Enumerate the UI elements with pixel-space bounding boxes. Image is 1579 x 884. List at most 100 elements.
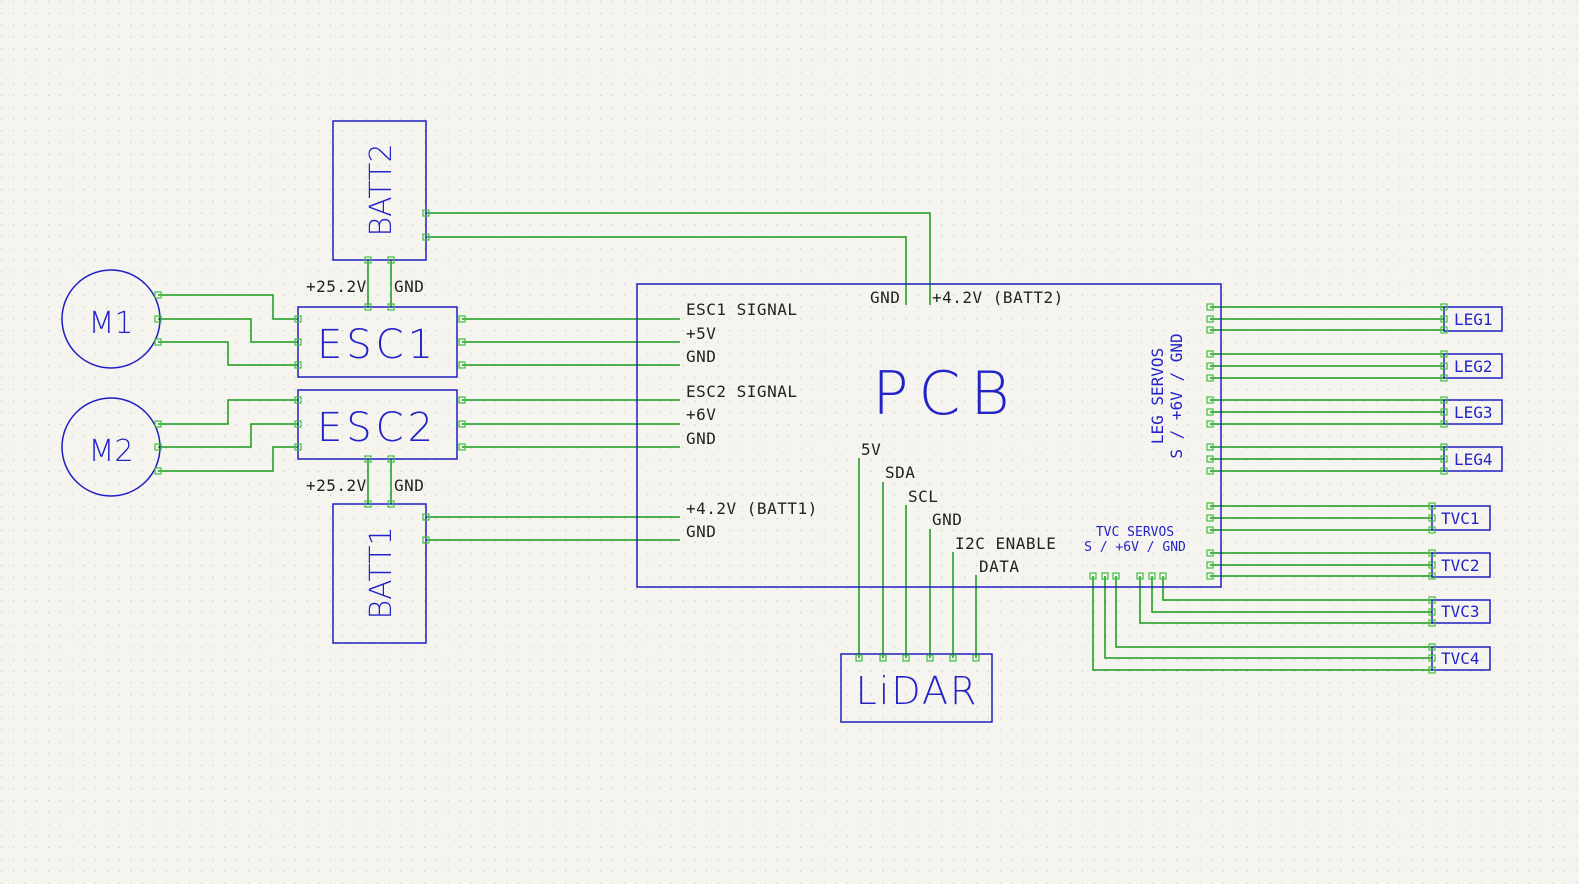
tvc4-body[interactable] [1431,646,1491,671]
batt2-pin[interactable] [364,256,372,264]
pcb-tvc-pin[interactable] [1206,561,1214,569]
esc-motor-pin[interactable] [294,443,302,451]
leg-pin[interactable] [1440,303,1448,311]
tvc-pin[interactable] [1428,608,1436,616]
leg-pin[interactable] [1440,420,1448,428]
pcb-tvc-pin[interactable] [1206,572,1214,580]
esc1-power-pin[interactable] [364,303,372,311]
motor-pin[interactable] [154,420,162,428]
leg4-body[interactable] [1443,446,1503,472]
wire-m2-b[interactable] [158,423,298,448]
wire-tvc-servo[interactable] [1115,576,1432,648]
esc2-power-pin[interactable] [364,455,372,463]
esc-motor-pin[interactable] [294,338,302,346]
motor-pin[interactable] [154,443,162,451]
tvc-pin[interactable] [1428,572,1436,580]
leg-pin[interactable] [1440,350,1448,358]
pcb-tvc-pin[interactable] [1206,526,1214,534]
batt2-gnd-pin[interactable] [422,233,430,241]
esc1-body[interactable] [297,306,458,378]
esc2-power-pin[interactable] [387,455,395,463]
leg-pin[interactable] [1440,362,1448,370]
wire-m1-c[interactable] [158,341,298,366]
pcb-leg-pin[interactable] [1206,408,1214,416]
esc-output-pin[interactable] [458,420,466,428]
wire-m2-a[interactable] [158,399,298,425]
esc-output-pin[interactable] [458,361,466,369]
pcb-tvc-pin[interactable] [1101,572,1109,580]
esc-motor-pin[interactable] [294,420,302,428]
wire-m2-c[interactable] [158,446,298,472]
lidar-pin[interactable] [902,654,910,662]
pcb-leg-pin[interactable] [1206,362,1214,370]
leg2-body[interactable] [1443,353,1503,379]
tvc-pin[interactable] [1428,514,1436,522]
lidar-pin[interactable] [855,654,863,662]
leg-pin[interactable] [1440,408,1448,416]
pcb-tvc-pin[interactable] [1206,549,1214,557]
pcb-tvc-pin[interactable] [1089,572,1097,580]
leg-pin[interactable] [1440,374,1448,382]
pcb-tvc-pin[interactable] [1112,572,1120,580]
m2-body[interactable] [61,397,161,497]
pcb-leg-pin[interactable] [1206,374,1214,382]
pcb-tvc-pin[interactable] [1159,572,1167,580]
leg-pin[interactable] [1440,326,1448,334]
pcb-body[interactable] [636,283,1222,588]
tvc1-body[interactable] [1431,505,1491,531]
tvc-pin[interactable] [1428,643,1436,651]
pcb-tvc-pin[interactable] [1136,572,1144,580]
m1-body[interactable] [61,269,161,369]
wire-batt2-4v[interactable] [426,212,931,305]
leg-pin[interactable] [1440,396,1448,404]
lidar-pin[interactable] [879,654,887,662]
wire-tvc-servo[interactable] [1104,576,1432,659]
pcb-leg-pin[interactable] [1206,396,1214,404]
batt1-pin[interactable] [387,500,395,508]
esc-output-pin[interactable] [458,315,466,323]
wire-tvc-servo[interactable] [1162,576,1432,601]
tvc-pin[interactable] [1428,666,1436,674]
pcb-leg-pin[interactable] [1206,303,1214,311]
batt1-pcb-pin[interactable] [422,536,430,544]
pcb-leg-pin[interactable] [1206,326,1214,334]
lidar-pin[interactable] [926,654,934,662]
lidar-body[interactable] [840,653,993,723]
pcb-tvc-pin[interactable] [1148,572,1156,580]
pcb-leg-pin[interactable] [1206,455,1214,463]
batt2-body[interactable] [332,120,427,261]
wire-m1-b[interactable] [158,318,298,343]
pcb-leg-pin[interactable] [1206,420,1214,428]
esc-motor-pin[interactable] [294,315,302,323]
esc-output-pin[interactable] [458,338,466,346]
lidar-pin[interactable] [949,654,957,662]
leg-pin[interactable] [1440,467,1448,475]
tvc2-body[interactable] [1431,552,1491,578]
wire-tvc-servo[interactable] [1151,576,1432,613]
esc-motor-pin[interactable] [294,396,302,404]
esc2-body[interactable] [297,389,458,460]
pcb-leg-pin[interactable] [1206,315,1214,323]
batt1-pcb-pin[interactable] [422,513,430,521]
wire-batt2-gnd[interactable] [426,236,907,305]
esc-output-pin[interactable] [458,396,466,404]
motor-pin[interactable] [154,467,162,475]
leg-pin[interactable] [1440,455,1448,463]
tvc-pin[interactable] [1428,561,1436,569]
tvc3-body[interactable] [1431,599,1491,624]
pcb-tvc-pin[interactable] [1206,514,1214,522]
lidar-pin[interactable] [972,654,980,662]
motor-pin[interactable] [154,315,162,323]
motor-pin[interactable] [154,338,162,346]
wire-m1-a[interactable] [158,294,298,320]
tvc-pin[interactable] [1428,619,1436,627]
pcb-leg-pin[interactable] [1206,350,1214,358]
tvc-pin[interactable] [1428,596,1436,604]
tvc-pin[interactable] [1428,502,1436,510]
wire-tvc-servo[interactable] [1092,576,1432,671]
leg-pin[interactable] [1440,315,1448,323]
motor-pin[interactable] [154,291,162,299]
leg1-body[interactable] [1443,306,1503,332]
pcb-leg-pin[interactable] [1206,443,1214,451]
batt1-body[interactable] [332,503,427,644]
